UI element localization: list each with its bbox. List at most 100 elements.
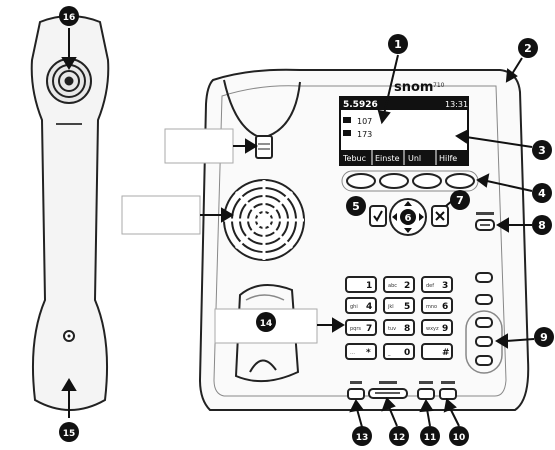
keypad-key-label: 6 (442, 302, 448, 312)
ok-button[interactable] (369, 205, 387, 227)
label-box-middle (121, 195, 201, 235)
callout-3: 3 (532, 140, 552, 160)
callout-number: 16 (63, 13, 76, 23)
close-icon (435, 211, 445, 221)
keypad-key-sub: pqrs (350, 326, 361, 332)
softkey-label-2: Einste (375, 154, 400, 163)
keypad-key-sub: mno (426, 304, 437, 310)
keypad-key-sub: jkl (387, 304, 394, 310)
handset-mouthpiece (63, 330, 75, 342)
softkey-button-3[interactable] (412, 173, 442, 189)
callout-7: 7 (450, 190, 470, 210)
label-box-top (164, 128, 234, 164)
callout-number: 1 (394, 38, 402, 51)
callout-number: 8 (538, 219, 546, 232)
callout-5: 5 (346, 196, 366, 216)
handset (30, 15, 110, 411)
callout-number: 14 (260, 319, 273, 329)
callout-16: 16 (59, 6, 79, 26)
callout-number: 2 (524, 42, 532, 55)
callout-2: 2 (518, 38, 538, 58)
line-2-icon (343, 130, 351, 136)
callout-14: 14 (256, 312, 276, 332)
nav-center-label: 6 (405, 213, 412, 224)
speaker-button[interactable] (417, 388, 435, 400)
callout-9: 9 (534, 327, 554, 347)
function-key-4[interactable] (475, 336, 493, 347)
softkey-label-4: Hilfe (439, 154, 457, 163)
keypad-key-label: 9 (442, 324, 448, 334)
callout-15: 15 (59, 422, 79, 442)
keypad-key-sub: wxyz (426, 326, 439, 332)
callout-number: 10 (453, 433, 466, 443)
softkey-button-1[interactable] (346, 173, 376, 189)
headset-button[interactable] (439, 388, 457, 400)
keypad-key-11[interactable]: _0 (383, 343, 415, 360)
keypad-key-label: 2 (404, 281, 410, 291)
bottom-key-captions (350, 212, 494, 384)
callout-number: 15 (63, 429, 76, 439)
nav-center-callout (400, 209, 416, 225)
phone-base-inner (213, 85, 507, 397)
bottom-keys (347, 388, 457, 400)
display-status: 5.5926 (343, 100, 378, 110)
callout-13: 13 (352, 426, 372, 446)
keypad-key-10[interactable]: …* (345, 343, 377, 360)
keypad-key-sub: … (350, 350, 355, 356)
keypad-key-sub: ghi (350, 304, 358, 310)
callout-12: 12 (389, 426, 409, 446)
function-keys (475, 272, 493, 366)
callout-number: 4 (538, 187, 546, 200)
nav-left-icon (392, 213, 397, 221)
callout-number: 5 (352, 200, 360, 213)
function-key-2[interactable] (475, 294, 493, 305)
phone-stand (234, 284, 300, 383)
callout-number: 11 (424, 433, 437, 443)
callout-11: 11 (420, 426, 440, 446)
keypad-key-sub: tuv (388, 326, 396, 332)
keypad-key-5[interactable]: jkl 5 (383, 297, 415, 314)
keypad-key-label: 1 (366, 281, 372, 291)
keypad-key-6[interactable]: mno 6 (421, 297, 453, 314)
speaker-grille (223, 179, 305, 261)
softkey-button-4[interactable] (445, 173, 475, 189)
function-key-5[interactable] (475, 355, 493, 366)
callout-number: 9 (540, 331, 548, 344)
softkey-buttons (346, 173, 475, 189)
brand-logo: snom (394, 80, 433, 95)
keypad-key-1[interactable]: 1 (345, 276, 377, 293)
keypad-key-12[interactable]: # (421, 343, 453, 360)
softkey-label-1: Tebuc (342, 154, 366, 163)
softkey-button-2[interactable] (379, 173, 409, 189)
display-screen: 5.5926 13:31 107 173 Tebuc Einste Unl Hi… (339, 96, 469, 166)
callout-8: 8 (532, 215, 552, 235)
callout-4: 4 (532, 183, 552, 203)
callout-10: 10 (449, 426, 469, 446)
check-icon (373, 210, 383, 222)
function-key-1[interactable] (475, 272, 493, 283)
callout-number: 13 (356, 433, 369, 443)
keypad-key-sub: abc (388, 283, 397, 289)
keypad-key-2[interactable]: abc 2 (383, 276, 415, 293)
leader-lines (61, 28, 535, 428)
hook-switch[interactable] (255, 135, 273, 159)
keypad-key-label: 5 (404, 302, 410, 312)
nav-right-icon (419, 213, 424, 221)
keypad-key-label: # (442, 348, 450, 358)
keypad-key-label: 0 (404, 348, 410, 358)
display-line-2: 173 (357, 130, 372, 139)
function-key-3[interactable] (475, 317, 493, 328)
callout-1: 1 (388, 34, 408, 54)
callout-number: 3 (538, 144, 546, 157)
keypad-key-label: * (366, 348, 371, 358)
mute-button[interactable] (347, 388, 365, 400)
callout-number: 12 (393, 433, 406, 443)
